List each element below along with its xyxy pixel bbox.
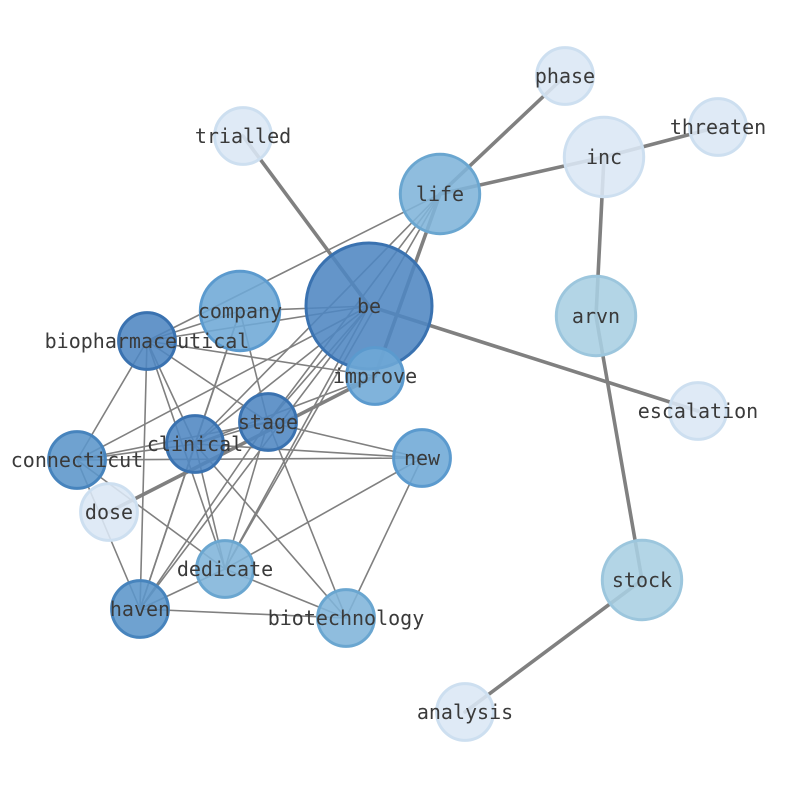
node-circle-haven [110,579,170,639]
node-label-stock: stock [612,568,672,592]
edge-stage-haven [139,421,269,610]
node-circle-company [198,269,282,353]
node-analysis [435,682,495,742]
node-circle-stage [238,392,298,452]
node-circle-dose [79,482,139,542]
node-label-analysis: analysis [417,700,513,724]
node-circle-biotechnology [316,588,376,648]
node-new [392,428,452,488]
edge-life-biopharmaceutical [146,193,441,342]
edge-arvn-stock [594,314,644,582]
node-label-life: life [416,182,464,206]
edge-connecticut-new [76,457,423,461]
node-clinical [165,414,225,474]
node-label-biotechnology: biotechnology [268,606,425,630]
node-circle-arvn [554,274,638,358]
node-dedicate [195,539,255,599]
node-label-stage: stage [238,410,298,434]
node-label-phase: phase [535,64,595,88]
node-life [398,152,482,236]
node-biopharmaceutical [117,311,177,371]
node-circle-trialled [213,106,273,166]
node-label-threaten: threaten [670,115,766,139]
node-inc [562,115,646,199]
edge-haven-biotechnology [139,608,347,619]
node-haven [110,579,170,639]
node-circle-threaten [688,97,748,157]
node-circle-analysis [435,682,495,742]
node-label-improve: improve [333,364,417,388]
node-circle-stock [600,538,684,622]
node-label-arvn: arvn [572,304,620,328]
node-label-inc: inc [586,145,622,169]
node-label-connecticut: connecticut [11,448,143,472]
node-circle-improve [345,346,405,406]
node-connecticut [47,430,107,490]
node-label-haven: haven [110,597,170,621]
node-biotechnology [316,588,376,648]
edge-stage-biotechnology [267,421,347,619]
node-label-trialled: trialled [195,124,291,148]
node-circle-life [398,152,482,236]
node-phase [535,46,595,106]
node-label-new: new [404,446,441,470]
node-label-escalation: escalation [638,399,758,423]
node-circle-connecticut [47,430,107,490]
node-company [198,269,282,353]
node-label-clinical: clinical [147,432,243,456]
nodes-layer: be life inc arvn stock company phase threaten tr… [11,46,766,742]
node-stage [238,392,298,452]
node-label-dedicate: dedicate [177,557,273,581]
node-circle-escalation [668,381,728,441]
node-circle-inc [562,115,646,199]
node-threaten [688,97,748,157]
node-label-company: company [198,299,282,323]
edge-biopharmaceutical-haven [139,340,148,610]
node-circle-biopharmaceutical [117,311,177,371]
node-arvn [554,274,638,358]
node-trialled [213,106,273,166]
edge-improve-biopharmaceutical [146,340,376,377]
edge-connecticut-dedicate [76,459,226,570]
edge-clinical-biotechnology [194,443,347,619]
node-label-dose: dose [85,500,133,524]
node-circle-phase [535,46,595,106]
node-improve [345,346,405,406]
node-circle-new [392,428,452,488]
node-circle-clinical [165,414,225,474]
edge-clinical-new [194,443,423,459]
node-stock [600,538,684,622]
node-escalation [668,381,728,441]
edge-improve-dose [107,374,377,514]
node-label-be: be [357,294,381,318]
edge-new-dedicate [224,457,423,570]
node-dose [79,482,139,542]
node-label-biopharmaceutical: biopharmaceutical [45,329,250,353]
node-circle-dedicate [195,539,255,599]
